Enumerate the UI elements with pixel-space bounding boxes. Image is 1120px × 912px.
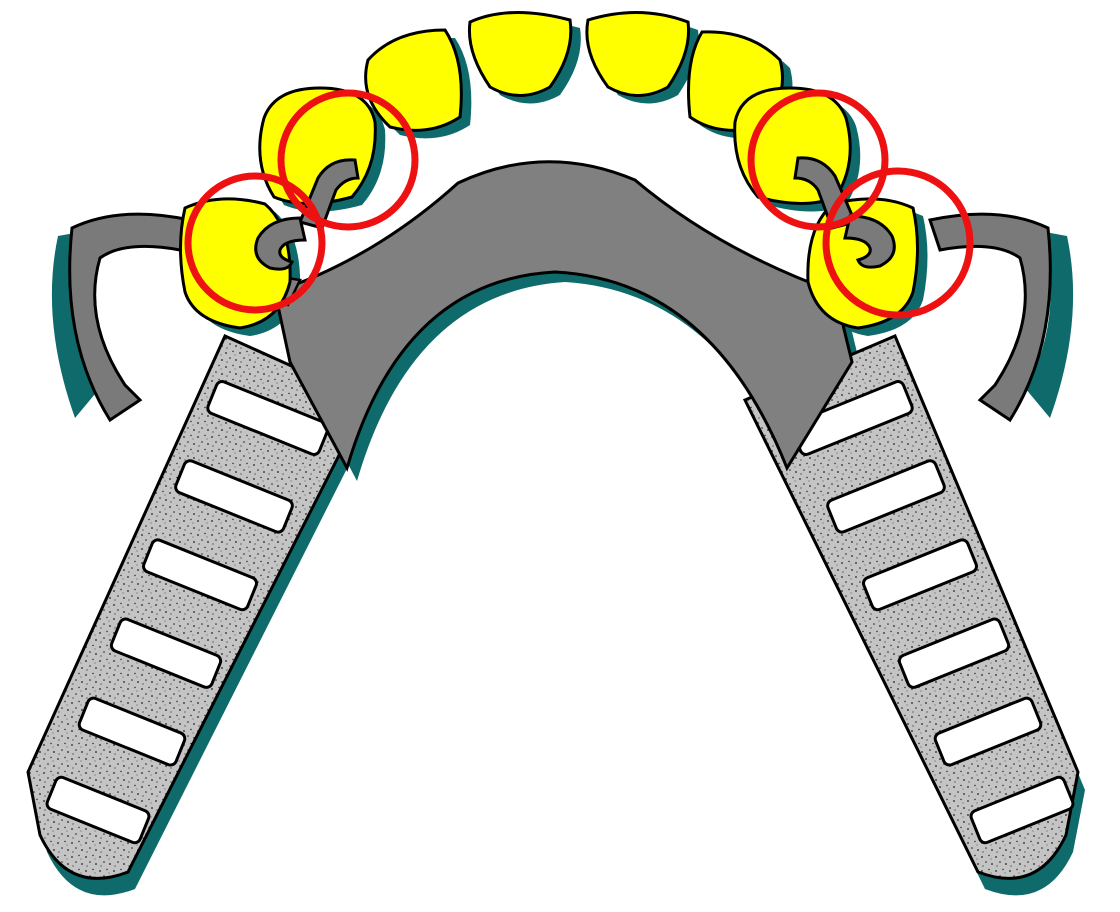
tooth-lateral-left [366,30,462,130]
